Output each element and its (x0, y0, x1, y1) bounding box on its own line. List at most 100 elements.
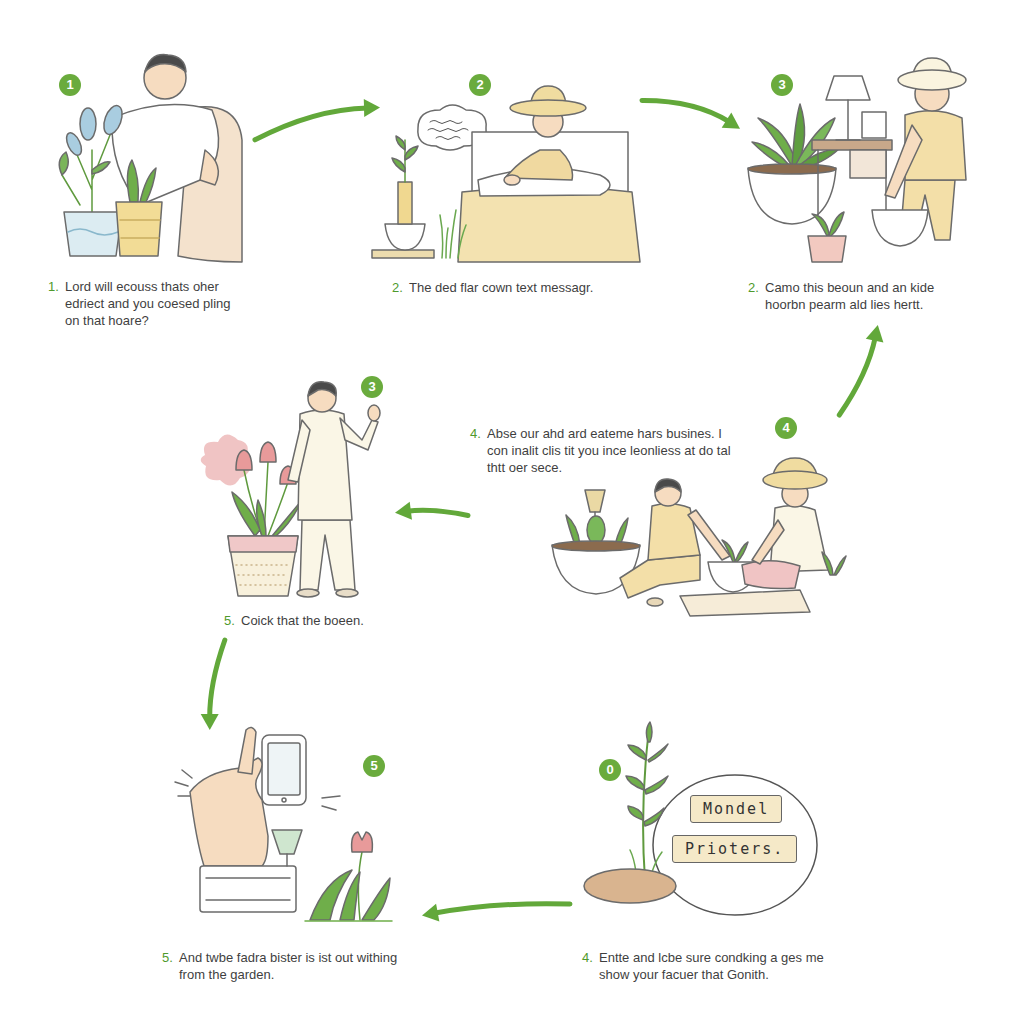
person-with-plants-part (68, 229, 118, 235)
person-with-plants-part (59, 152, 110, 175)
person-with-plants-part (62, 130, 112, 212)
person-at-desk-part (748, 168, 836, 224)
step-badge: 1 (59, 74, 81, 96)
person-at-desk-part (808, 236, 846, 262)
people-planting-part (585, 490, 605, 512)
step-number: 5. (224, 612, 235, 629)
people-planting-part (680, 590, 810, 616)
person-at-desk-part (812, 140, 892, 150)
process-step: 04.Entte and lcbe sure condking a ges me… (570, 735, 840, 995)
person-with-plants-part (200, 150, 218, 185)
sign-with-plant-part (653, 775, 817, 915)
hand-with-phone-part (268, 743, 300, 795)
person-at-desk-part (850, 150, 886, 178)
arrowhead (866, 325, 884, 342)
hand-with-phone-part (272, 830, 302, 854)
person-with-flowers-part (368, 405, 380, 421)
person-in-bed-part (372, 250, 434, 258)
person-with-flowers (201, 382, 380, 597)
step-number: 2. (748, 279, 759, 296)
person-with-flowers-part (297, 589, 319, 597)
flow-arrow (255, 99, 380, 140)
person-with-flowers-part (340, 418, 378, 450)
step-badge: 4 (775, 417, 797, 439)
person-at-desk-part (898, 70, 966, 90)
arrowhead (722, 112, 740, 128)
people-planting-part (647, 598, 663, 606)
process-step: 55.And twbe fadra bister is ist out with… (160, 730, 422, 995)
person-with-flowers-part (308, 382, 336, 396)
process-step: 1 1. Lord will ecouss thats oher edriect a… (40, 60, 255, 345)
sign-board: Mondel (690, 795, 782, 823)
flow-arrow (422, 904, 570, 922)
person-with-flowers-part (236, 565, 290, 585)
arrowhead (201, 714, 219, 730)
people-planting-part (763, 471, 827, 489)
person-in-bed-part (458, 187, 640, 262)
person-at-desk-part (818, 150, 886, 215)
flow-arrow (642, 101, 740, 129)
step-number: 2. (392, 279, 403, 296)
people-planting-part (742, 561, 800, 589)
person-at-desk-part (748, 164, 836, 174)
step-number: 4. (582, 949, 593, 966)
person-with-flowers-part (336, 589, 358, 597)
hand-with-phone (175, 727, 392, 921)
person-in-bed-part (472, 132, 628, 202)
hand-with-phone-part (286, 854, 288, 866)
hand-with-phone-part (322, 796, 340, 810)
arrow-line (642, 101, 730, 123)
arrowhead (422, 904, 439, 922)
step-caption: Entte and lcbe sure condking a ges me sh… (599, 949, 834, 983)
people-planting-part (655, 479, 681, 492)
step-caption: The ded flar cown text messagr. (409, 279, 639, 296)
sign-with-plant-part (584, 869, 676, 903)
step-number: 4. (470, 425, 481, 442)
step-badge: 5 (363, 755, 385, 777)
step-number: 5. (162, 949, 173, 966)
sign-with-plant (584, 722, 817, 915)
person-at-desk-part (812, 212, 844, 236)
sign-text: Mondel (703, 800, 769, 818)
person-with-flowers-part (288, 420, 310, 482)
person-with-plants-part (127, 160, 156, 202)
step-number: 1. (48, 278, 59, 295)
people-planting-part (752, 520, 784, 564)
process-step: 32.Camo this beoun and an kide hoorbn pe… (740, 70, 1000, 325)
person-with-plants-part (64, 212, 122, 256)
hand-with-phone-part (206, 878, 290, 900)
hand-with-phone-part (352, 832, 373, 852)
flow-arrow (395, 502, 468, 520)
process-step: 4 4. Abse our ahd ard eateme hars busines.… (468, 415, 863, 620)
person-in-bed-part (398, 182, 412, 224)
person-with-flowers-part (232, 492, 302, 536)
step-caption: Lord will ecouss thats oher edriect and … (65, 278, 239, 329)
person-in-bed-part (440, 210, 466, 258)
illustration-part (59, 55, 966, 921)
person-with-plants-part (100, 103, 125, 137)
arrowhead (364, 99, 380, 117)
person-in-bed-part (510, 100, 586, 116)
people-planting-part (722, 540, 748, 562)
people-planting-part (587, 516, 605, 544)
person-in-bed (372, 86, 640, 262)
hand-with-phone-part (358, 852, 362, 920)
arrowhead (395, 502, 412, 520)
hand-with-phone-part (310, 870, 390, 920)
step-caption: Camo this beoun and an kide hoorbn pearm… (765, 279, 950, 313)
person-with-plants-part (112, 105, 219, 205)
person-with-flowers-part (228, 536, 298, 552)
people-planting-part (822, 552, 846, 575)
step-caption: Coick that the boeen. (241, 612, 391, 629)
people-planting-part (552, 541, 640, 551)
person-with-flowers-part (300, 520, 355, 590)
person-at-desk-part (885, 125, 922, 198)
person-with-plants-part (80, 108, 96, 140)
flow-arrow (839, 325, 883, 415)
people-planting (552, 458, 846, 616)
step-badge: 3 (361, 376, 383, 398)
step-caption: Abse our ahd ard eateme hars busines. I … (487, 425, 737, 476)
